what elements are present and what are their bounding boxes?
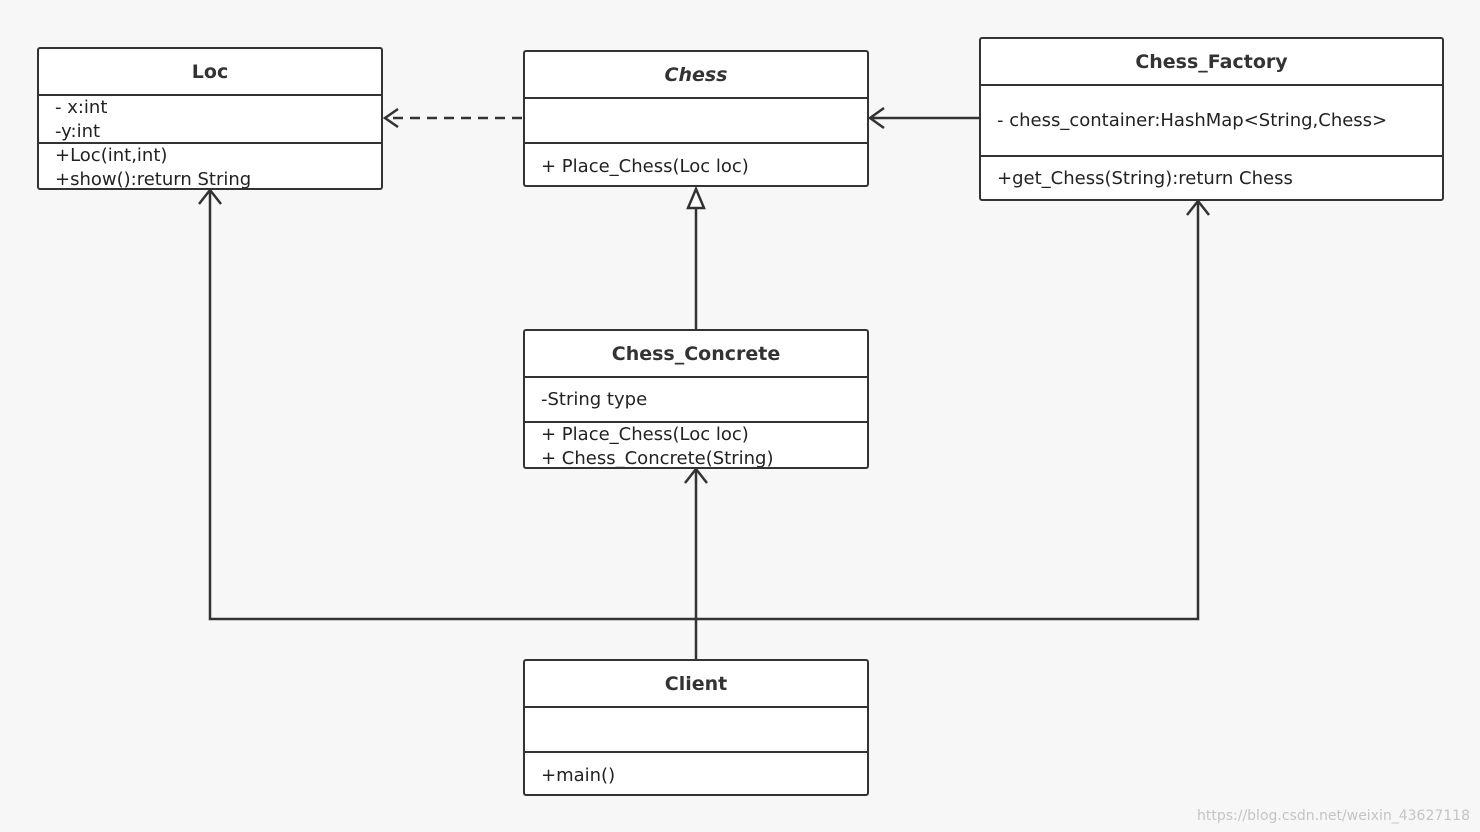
- association-arrowhead-concrete: [684, 466, 708, 484]
- class-client-attributes: [525, 708, 867, 753]
- attribute-chess-container: - chess_container:HashMap<String,Chess>: [997, 110, 1388, 131]
- method-show: +show():return String: [55, 169, 252, 190]
- class-chess-factory-name: Chess_Factory: [981, 39, 1442, 86]
- method-place-chess: + Place_Chess(Loc loc): [541, 156, 749, 177]
- class-chess-concrete-name: Chess_Concrete: [525, 331, 867, 378]
- attribute-y: -y:int: [55, 121, 101, 142]
- class-chess-concrete-methods: + Place_Chess(Loc loc) + Chess_Concrete(…: [525, 423, 867, 467]
- method-chess-concrete-constructor: + Chess_Concrete(String): [541, 448, 774, 469]
- generalization-triangle: [686, 185, 706, 210]
- class-client-name: Client: [525, 661, 867, 708]
- method-get-chess: +get_Chess(String):return Chess: [997, 168, 1293, 189]
- watermark-text: https://blog.csdn.net/weixin_43627118: [1196, 808, 1470, 824]
- method-place-chess-concrete: + Place_Chess(Loc loc): [541, 424, 749, 445]
- class-chess-methods: + Place_Chess(Loc loc): [525, 144, 867, 185]
- class-client: Client +main(): [523, 659, 869, 796]
- class-loc: Loc - x:int -y:int +Loc(int,int) +show()…: [37, 47, 383, 190]
- association-arrowhead-chess: [867, 106, 885, 130]
- association-arrowhead-loc: [198, 187, 222, 205]
- class-loc-name: Loc: [39, 49, 381, 96]
- class-chess-name: Chess: [525, 52, 867, 99]
- class-chess-concrete: Chess_Concrete -String type + Place_Ches…: [523, 329, 869, 469]
- class-chess-factory-attributes: - chess_container:HashMap<String,Chess>: [981, 86, 1442, 157]
- class-chess-factory-methods: +get_Chess(String):return Chess: [981, 157, 1442, 199]
- attribute-type: -String type: [541, 389, 648, 410]
- method-main: +main(): [541, 765, 616, 786]
- class-chess: Chess + Place_Chess(Loc loc): [523, 50, 869, 187]
- association-line-client-factory: [696, 201, 1200, 621]
- class-chess-concrete-attributes: -String type: [525, 378, 867, 423]
- class-loc-methods: +Loc(int,int) +show():return String: [39, 144, 381, 188]
- association-line-client-loc: [208, 190, 696, 621]
- class-chess-factory: Chess_Factory - chess_container:HashMap<…: [979, 37, 1444, 201]
- class-loc-attributes: - x:int -y:int: [39, 96, 381, 144]
- attribute-x: - x:int: [55, 97, 108, 118]
- association-arrowhead-factory: [1186, 198, 1210, 216]
- dependency-arrowhead: [382, 107, 399, 129]
- class-chess-attributes: [525, 99, 867, 144]
- class-client-methods: +main(): [525, 753, 867, 794]
- method-loc-constructor: +Loc(int,int): [55, 145, 168, 166]
